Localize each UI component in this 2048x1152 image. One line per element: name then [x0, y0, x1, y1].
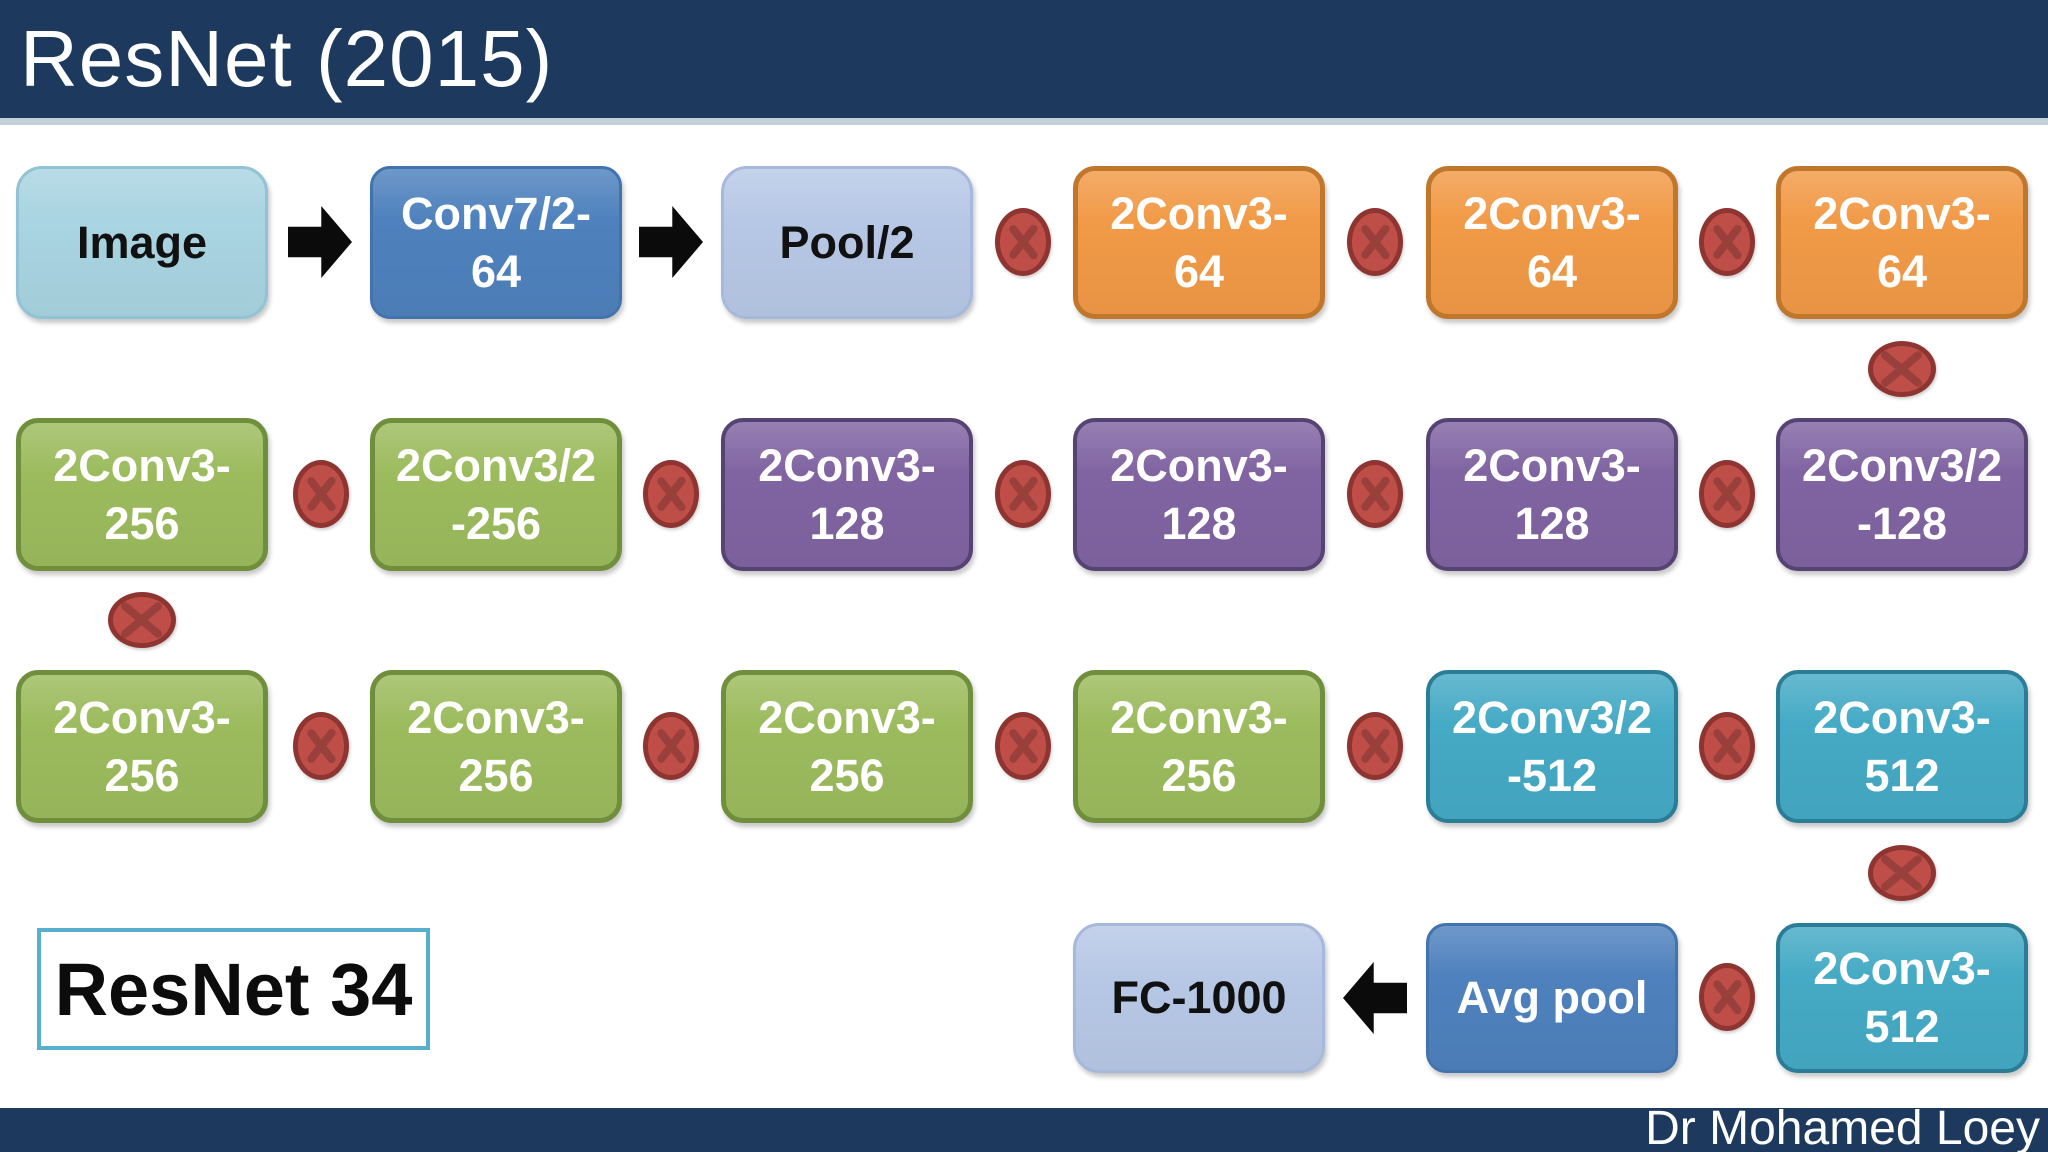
node-2conv3-512-b: 2Conv3- 512: [1776, 923, 2028, 1073]
skip-connection-icon: [643, 460, 699, 528]
footer-author: Dr Mohamed Loey: [1645, 1102, 2040, 1152]
skip-connection-icon: [1347, 712, 1403, 780]
node-2conv3s2-512: 2Conv3/2 -512: [1426, 670, 1678, 823]
header-bar: ResNet (2015): [0, 0, 2048, 125]
node-2conv3-64-a: 2Conv3- 64: [1073, 166, 1325, 319]
node-2conv3s2-256: 2Conv3/2 -256: [370, 418, 622, 571]
node-fc-1000: FC-1000: [1073, 923, 1325, 1073]
skip-connection-icon: [1699, 712, 1755, 780]
node-2conv3-128-b: 2Conv3- 128: [1073, 418, 1325, 571]
skip-connection-icon: [293, 712, 349, 780]
flow-arrow-left-icon: [1343, 962, 1407, 1034]
skip-connection-icon: [995, 460, 1051, 528]
node-pool2: Pool/2: [721, 166, 973, 319]
node-2conv3-256-d: 2Conv3- 256: [721, 670, 973, 823]
skip-connection-icon: [995, 208, 1051, 276]
node-2conv3-256-c: 2Conv3- 256: [370, 670, 622, 823]
node-2conv3-64-c: 2Conv3- 64: [1776, 166, 2028, 319]
skip-connection-icon: [293, 460, 349, 528]
skip-connection-icon: [1699, 963, 1755, 1031]
node-conv7-64: Conv7/2- 64: [370, 166, 622, 319]
node-2conv3-512-a: 2Conv3- 512: [1776, 670, 2028, 823]
skip-connection-icon: [643, 712, 699, 780]
flow-arrow-right-icon: [288, 206, 352, 278]
skip-connection-icon: [995, 712, 1051, 780]
skip-connection-icon: [1699, 208, 1755, 276]
node-2conv3-256-a: 2Conv3- 256: [16, 418, 268, 571]
node-2conv3-256-e: 2Conv3- 256: [1073, 670, 1325, 823]
node-2conv3s2-128: 2Conv3/2 -128: [1776, 418, 2028, 571]
skip-connection-icon: [1868, 341, 1936, 397]
node-2conv3-128-c: 2Conv3- 128: [1426, 418, 1678, 571]
skip-connection-icon: [1699, 460, 1755, 528]
node-2conv3-256-b: 2Conv3- 256: [16, 670, 268, 823]
node-avg-pool: Avg pool: [1426, 923, 1678, 1073]
skip-connection-icon: [1347, 208, 1403, 276]
skip-connection-icon: [108, 592, 176, 648]
node-image: Image: [16, 166, 268, 319]
node-2conv3-128-a: 2Conv3- 128: [721, 418, 973, 571]
flow-arrow-right-icon: [639, 206, 703, 278]
skip-connection-icon: [1347, 460, 1403, 528]
node-2conv3-64-b: 2Conv3- 64: [1426, 166, 1678, 319]
variant-badge: ResNet 34: [37, 928, 430, 1050]
skip-connection-icon: [1868, 845, 1936, 901]
page-title: ResNet (2015): [20, 14, 554, 103]
footer-bar: Dr Mohamed Loey: [0, 1102, 2048, 1152]
